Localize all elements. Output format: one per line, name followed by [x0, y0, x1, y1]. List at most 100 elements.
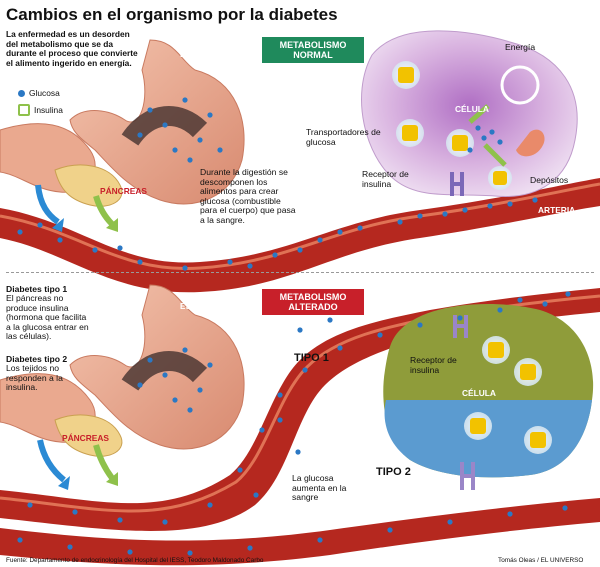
glucose-dot — [187, 550, 193, 556]
type1-label: TIPO 1 — [294, 352, 329, 364]
cell-label-top: CÉLULA — [455, 104, 489, 114]
glucose-dot — [182, 347, 188, 353]
glucose-dot — [207, 362, 213, 368]
glucose-dot — [302, 367, 308, 373]
receptor-label-top: Receptor de insulina — [362, 169, 409, 189]
glucose-rises-text: La glucosa aumenta en la sangre — [292, 473, 347, 503]
glucose-dot — [27, 502, 33, 508]
glucose-dot — [317, 537, 323, 543]
glucose-dot — [517, 297, 523, 303]
glucose-dot — [162, 122, 168, 128]
glucose-dot — [137, 132, 143, 138]
glucose-dot — [72, 509, 78, 515]
type2-label: TIPO 2 — [376, 466, 411, 478]
glucose-dot — [532, 197, 538, 203]
glucose-dot — [297, 247, 303, 253]
glucose-dot — [497, 307, 503, 313]
glucose-dot — [217, 147, 223, 153]
glucose-dot — [277, 417, 283, 423]
glucose-dot — [417, 322, 423, 328]
glucose-dot — [417, 213, 423, 219]
glucose-dot — [147, 107, 153, 113]
diabetes-type2-text: Los tejidos no responden a la insulina. — [6, 363, 63, 393]
cell-label-bottom: CÉLULA — [462, 388, 496, 398]
panel-divider — [6, 272, 594, 273]
glucose-dot — [387, 527, 393, 533]
glucose-dot — [237, 467, 243, 473]
glucose-dot — [162, 519, 168, 525]
glucose-dot — [462, 207, 468, 213]
glucose-dot — [507, 201, 513, 207]
artery-altered — [0, 288, 600, 532]
diabetes-type2-title: Diabetes tipo 2 — [6, 354, 68, 364]
glucose-dot — [207, 502, 213, 508]
altered-metabolism-box: METABOLISMO ALTERADO — [262, 289, 364, 315]
glucose-dot — [327, 317, 333, 323]
glucose-dot — [317, 237, 323, 243]
glucose-dot — [57, 237, 63, 243]
glucose-dot — [67, 544, 73, 550]
digestion-text: Durante la digestión se descomponen los … — [200, 167, 296, 225]
glucose-dot — [542, 301, 548, 307]
glucose-dot — [397, 219, 403, 225]
page-title: Cambios en el organismo por la diabetes — [6, 5, 338, 24]
glucose-dot — [377, 332, 383, 338]
glucose-dot — [227, 259, 233, 265]
glucose-dot — [172, 397, 178, 403]
glucose-dot — [117, 245, 123, 251]
receptor-label-bottom: Receptor de insulina — [410, 355, 457, 375]
energy-label: Energía — [505, 42, 536, 52]
legend-insulin: Insulina — [18, 104, 63, 116]
glucose-dot — [272, 252, 278, 258]
deposits-label: Depósitos — [530, 175, 569, 185]
glucose-dot — [17, 229, 23, 235]
glucose-icon — [18, 89, 25, 97]
glucose-dot — [489, 129, 495, 135]
transporters-label: Transportadores de glucosa — [306, 127, 381, 147]
intro-text: La enfermedad es un desorden del metabol… — [6, 29, 138, 68]
glucose-dot — [182, 265, 188, 271]
glucose-dot — [247, 263, 253, 269]
glucose-dot — [197, 137, 203, 143]
glucose-dot — [475, 125, 481, 131]
glucose-dot — [565, 291, 571, 297]
glucose-dot — [127, 549, 133, 555]
pancreas-label-top: PÁNCREAS — [100, 186, 147, 196]
glucose-dot — [187, 407, 193, 413]
glucose-dot — [337, 229, 343, 235]
glucose-dot — [442, 211, 448, 217]
glucose-dot — [297, 327, 303, 333]
glucose-dot — [457, 315, 463, 321]
glucose-dot — [357, 225, 363, 231]
pancreas-label-bottom: PÁNCREAS — [62, 433, 109, 443]
glucose-dot — [37, 222, 43, 228]
glucose-dot — [197, 387, 203, 393]
glucose-dot — [487, 203, 493, 209]
glucose-dot — [207, 112, 213, 118]
source-footer: Fuente: Departamento de endocrinología d… — [6, 557, 264, 564]
glucose-dot — [17, 537, 23, 543]
glucose-dot — [92, 247, 98, 253]
glucose-dot — [247, 545, 253, 551]
glucose-dot — [481, 135, 487, 141]
normal-metabolism-box: METABOLISMO NORMAL — [262, 37, 364, 63]
glucose-dot — [295, 449, 301, 455]
credit-footer: Tomás Oleas / EL UNIVERSO — [498, 557, 584, 564]
glucose-dot — [137, 259, 143, 265]
glucose-dot — [447, 519, 453, 525]
glucose-dot — [507, 511, 513, 517]
glucose-dot — [117, 517, 123, 523]
glucose-dot — [497, 139, 503, 145]
stomach-label-bottom: ESTÓMAGO — [180, 302, 230, 311]
glucose-dot — [259, 427, 265, 433]
glucose-dot — [182, 97, 188, 103]
stomach-label-top: ESTÓMAGO — [180, 50, 230, 59]
glucose-dot — [172, 147, 178, 153]
glucose-dot — [562, 505, 568, 511]
glucose-dot — [147, 357, 153, 363]
glucose-dot — [277, 392, 283, 398]
insulin-icon — [18, 104, 30, 116]
glucose-dot — [467, 147, 473, 153]
